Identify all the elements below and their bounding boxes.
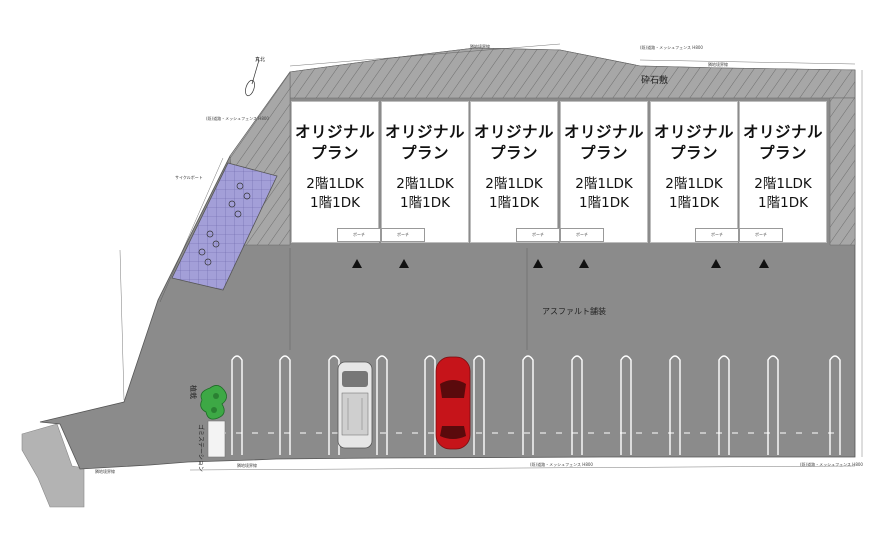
red-car (435, 356, 471, 450)
entrance-triangle-icon (579, 259, 589, 268)
parking-stall-line (473, 355, 485, 455)
house-floor1: 1階1DK (758, 195, 808, 211)
fence-note: (既)道路・メッシュフェンス H800 (640, 45, 703, 50)
entrance-triangle-icon (399, 259, 409, 268)
house-unit-2: オリジナル プラン 2階1LDK 1階1DK (381, 101, 469, 243)
porch: ポーチ (560, 228, 604, 242)
porch: ポーチ (739, 228, 783, 242)
parking-stall-line (424, 355, 436, 455)
house-floor2: 2階1LDK (485, 176, 543, 192)
north-label: 真北 (255, 57, 266, 63)
porch: ポーチ (381, 228, 425, 242)
entrance-markers (352, 259, 769, 268)
house-floor2: 2階1LDK (306, 176, 364, 192)
boundary-note: 隣地境界線 (95, 469, 115, 474)
house-title: オリジナル プラン (742, 123, 823, 162)
parking-stall-line (328, 355, 340, 455)
fence-note: (既)道路・メッシュフェンス H800 (800, 462, 863, 467)
entrance-triangle-icon (711, 259, 721, 268)
parking-stall-line (279, 355, 291, 455)
house-unit-4: オリジナル プラン 2階1LDK 1階1DK (560, 101, 648, 243)
gravel-band (289, 47, 856, 99)
house-title: オリジナル プラン (473, 123, 554, 162)
dimension-lines (119, 43, 863, 471)
parking-stall-line (522, 355, 534, 455)
parking-stall-line (620, 355, 632, 455)
parking-stall-line (231, 355, 243, 455)
garbage-label: ゴミステーション (197, 424, 204, 472)
parking-stall-line (669, 355, 681, 455)
asphalt-label: アスファルト舗装 (542, 307, 606, 316)
entrance-triangle-icon (533, 259, 543, 268)
house-unit-1: オリジナル プラン 2階1LDK 1階1DK (291, 101, 379, 243)
parking-stall-line (829, 355, 841, 455)
white-car (337, 361, 373, 449)
parking-stall-line (718, 355, 730, 455)
parking-stall-line (376, 355, 388, 455)
house-floor2: 2階1LDK (396, 176, 454, 192)
house-floor2: 2階1LDK (575, 176, 633, 192)
porch: ポーチ (695, 228, 739, 242)
bicycle-port (171, 162, 278, 291)
house-title: オリジナル プラン (563, 123, 644, 162)
fence-note: (既)道路・メッシュフェンス H800 (206, 116, 269, 121)
house-title: オリジナル プラン (653, 123, 734, 162)
house-floor1: 1階1DK (579, 195, 629, 211)
bicycle-label: サイクルポート (175, 175, 203, 180)
parking-stall-line (767, 355, 779, 455)
house-floor1: 1階1DK (400, 195, 450, 211)
house-floor1: 1階1DK (669, 195, 719, 211)
porch: ポーチ (337, 228, 381, 242)
porch: ポーチ (516, 228, 560, 242)
boundary-note: 隣地境界線 (237, 463, 257, 468)
house-title: オリジナル プラン (294, 123, 375, 162)
house-unit-3: オリジナル プラン 2階1LDK 1階1DK (470, 101, 558, 243)
house-floor1: 1階1DK (489, 195, 539, 211)
house-floor1: 1階1DK (310, 195, 360, 211)
fence-note: (既)道路・メッシュフェンス H800 (530, 462, 593, 467)
boundary-note: 隣地境界線 (470, 44, 490, 49)
north-arrow-icon (245, 59, 260, 97)
garbage-station (207, 420, 226, 458)
neighbor-road (21, 423, 85, 508)
planting-bush (200, 385, 227, 420)
house-unit-6: オリジナル プラン 2階1LDK 1階1DK (739, 101, 827, 243)
house-title: オリジナル プラン (384, 123, 465, 162)
parking-stall-line (571, 355, 583, 455)
entrance-triangle-icon (352, 259, 362, 268)
bicycle-icons (198, 182, 251, 266)
gravel-right-strip (829, 97, 856, 246)
boundary-note: 隣地境界線 (708, 62, 728, 67)
planting-label: 植栽 (189, 385, 197, 399)
house-floor2: 2階1LDK (754, 176, 812, 192)
entrance-triangle-icon (759, 259, 769, 268)
house-floor2: 2階1LDK (665, 176, 723, 192)
parking-slots (231, 355, 841, 455)
house-unit-5: オリジナル プラン 2階1LDK 1階1DK (650, 101, 738, 243)
gravel-label: 砕石敷 (641, 76, 669, 86)
